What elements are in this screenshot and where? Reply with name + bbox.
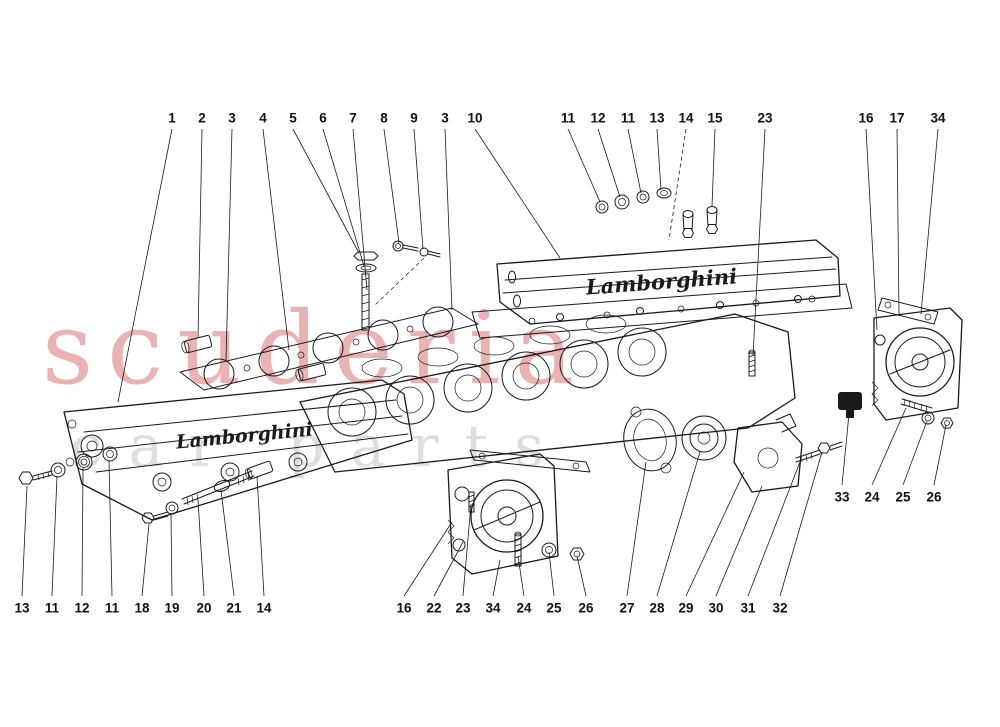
leader-line [433, 541, 464, 597]
leader-line [262, 128, 290, 351]
leader-line [656, 128, 662, 191]
leader-line [492, 559, 501, 597]
leader-line [220, 489, 235, 597]
rear-cam-cover: Lamborghini [496, 239, 841, 325]
leader-line [403, 521, 453, 597]
leader-line [668, 128, 687, 241]
rubber-cap-33 [838, 392, 862, 418]
bolt-13-left [18, 470, 53, 485]
dowel-pin-b [295, 362, 327, 382]
stud-23-top [748, 349, 756, 377]
washer-ring-set [595, 187, 672, 214]
leader-line [225, 128, 233, 361]
washer-25-right [921, 411, 935, 425]
leader-line [933, 424, 947, 486]
nut-26-bottom [569, 547, 585, 561]
leader-line [841, 413, 850, 486]
leader-line [256, 475, 265, 597]
washers-left [50, 446, 118, 478]
leader-line [462, 503, 472, 597]
intake-manifold [299, 313, 796, 473]
leader-line [197, 499, 205, 597]
assembly-dashed-line [373, 257, 425, 307]
bolt-8 [392, 240, 419, 252]
plug-15 [706, 206, 718, 234]
washer-19 [165, 501, 179, 515]
leader-line [871, 407, 907, 486]
plug-14 [682, 210, 694, 238]
leader-line [322, 128, 365, 267]
leader-line [197, 128, 203, 339]
leader-line [779, 451, 823, 597]
coolant-gasket-27 [623, 406, 677, 474]
front-gasket-strip [179, 306, 479, 391]
center-bracket-34 [469, 449, 591, 473]
leader-line [117, 128, 173, 403]
stud-31 [795, 449, 821, 463]
stud-23-bottom [468, 491, 475, 513]
bolt-18 [141, 511, 169, 524]
leader-line [352, 128, 368, 291]
leader-line [567, 128, 601, 203]
leader-line [444, 128, 453, 311]
leader-line [715, 485, 763, 597]
leader-line [474, 128, 561, 259]
bolt-32 [817, 441, 843, 454]
leader-line [627, 128, 642, 194]
leader-line [51, 475, 58, 597]
leader-line [517, 555, 525, 597]
leader-line [81, 467, 84, 597]
leader-line [108, 459, 113, 597]
rear-head-flange [471, 283, 853, 339]
thermostat-housing-29-30 [733, 413, 803, 493]
dowel-14-bottom [244, 460, 274, 480]
dowel-pin-a [181, 334, 213, 354]
leader-line [21, 485, 28, 597]
leader-line [752, 128, 766, 357]
leader-line [896, 128, 900, 317]
leader-line [548, 551, 555, 597]
leader-line [656, 451, 701, 597]
stud-24-bottom [514, 531, 522, 567]
leader-line [685, 471, 745, 597]
stud-and-nut-top [353, 251, 379, 331]
leader-line [711, 128, 716, 207]
leader-line [413, 128, 424, 250]
leader-line [170, 512, 173, 597]
leader-line [141, 523, 150, 597]
leader-line [920, 128, 939, 315]
bolt-9 [419, 247, 441, 258]
leader-line [626, 461, 647, 597]
stud-24-right [900, 398, 933, 414]
leader-line [902, 420, 928, 486]
leader-line [747, 461, 801, 597]
leader-lines [21, 128, 947, 597]
leader-line [597, 128, 621, 198]
long-stud-20-21 [181, 470, 255, 506]
leader-line [576, 555, 587, 597]
right-bracket-34 [877, 297, 939, 325]
leader-line [383, 128, 400, 244]
nut-26-right [940, 417, 954, 429]
right-throttle-body [871, 307, 963, 421]
leader-line [292, 128, 360, 254]
thermostat-28 [681, 415, 727, 461]
leader-line [865, 128, 878, 331]
center-throttle-body [447, 453, 559, 575]
